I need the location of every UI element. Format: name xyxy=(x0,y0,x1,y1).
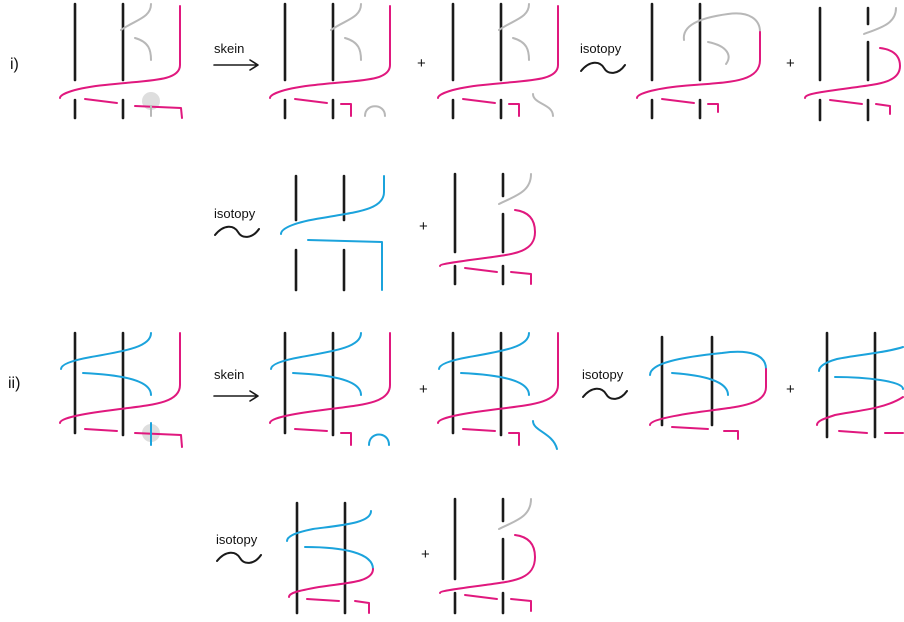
braid-diagram xyxy=(59,331,183,448)
row-label-i: i) xyxy=(10,56,19,73)
braid-diagram xyxy=(816,331,904,439)
tilde-icon xyxy=(214,225,260,238)
braid-diagram xyxy=(649,335,767,440)
braid-diagram xyxy=(286,501,374,615)
isotopy-label-i-1: isotopy xyxy=(580,41,622,56)
braid-diagram xyxy=(804,6,901,122)
braid-diagram xyxy=(636,2,761,120)
plus-sign: + xyxy=(419,218,428,235)
skein-label-i: skein xyxy=(214,41,245,56)
plus-sign: + xyxy=(417,55,426,72)
plus-sign: + xyxy=(786,55,795,72)
isotopy-label-ii-1: isotopy xyxy=(582,367,624,382)
plus-sign: + xyxy=(786,381,795,398)
row-label-ii: ii) xyxy=(8,375,21,392)
braid-diagram xyxy=(439,172,536,286)
isotopy-label-ii-2: isotopy xyxy=(216,532,258,547)
braid-diagram xyxy=(439,497,536,615)
tilde-icon xyxy=(580,61,626,74)
skein-label-ii: skein xyxy=(214,367,245,382)
arrow-right-icon xyxy=(213,390,259,402)
braid-diagram xyxy=(269,331,391,446)
braid-diagram xyxy=(280,174,385,292)
arrow-right-icon xyxy=(213,59,259,71)
tilde-icon xyxy=(582,387,628,400)
braid-diagram xyxy=(437,331,559,450)
plus-sign: + xyxy=(421,546,430,563)
braid-diagram xyxy=(437,2,559,120)
isotopy-label-i-2: isotopy xyxy=(214,206,256,221)
plus-sign: + xyxy=(419,381,428,398)
braid-diagram xyxy=(59,2,183,120)
braid-diagram xyxy=(269,2,391,120)
tilde-icon xyxy=(216,551,262,564)
